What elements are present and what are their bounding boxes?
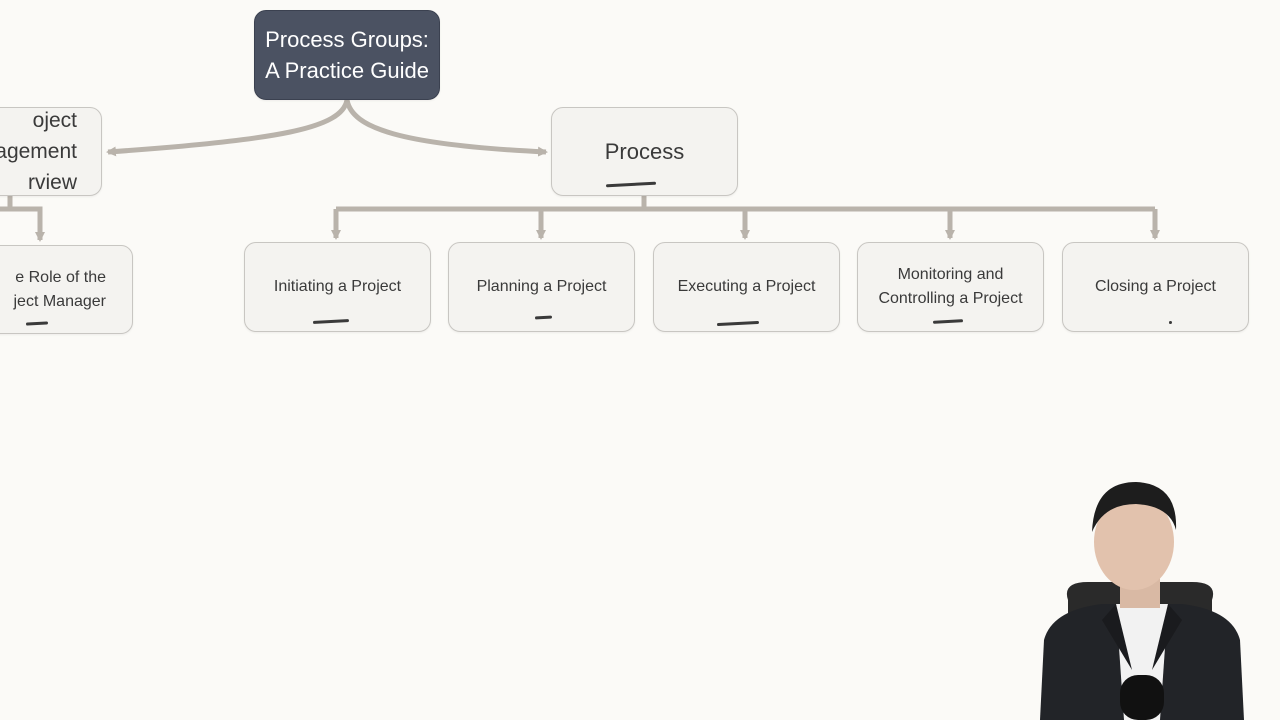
initiating-label: Initiating a Project bbox=[273, 278, 402, 295]
role-line-1: e Role of the bbox=[15, 268, 106, 286]
annotation-scribble bbox=[605, 181, 657, 188]
executing-label: Executing a Project bbox=[677, 278, 816, 295]
node-executing-a-project[interactable]: Executing a Project bbox=[653, 242, 840, 332]
connector-overview-to-role bbox=[7, 196, 45, 242]
annotation-scribble bbox=[716, 320, 760, 327]
node-initiating-a-project[interactable]: Initiating a Project bbox=[244, 242, 431, 332]
monitoring-label-line-2: Controlling a Project bbox=[878, 290, 1023, 307]
hair bbox=[1092, 482, 1177, 532]
node-project-management-overview[interactable]: oject agement rview bbox=[0, 107, 102, 196]
role-line-2: ject Manager bbox=[13, 292, 107, 310]
connector-root-to-overview bbox=[106, 99, 350, 157]
node-role-of-project-manager[interactable]: e Role of the ject Manager bbox=[0, 245, 133, 334]
overview-line-2: agement bbox=[0, 140, 77, 163]
process-label: Process bbox=[604, 138, 685, 164]
monitoring-label-line-1: Monitoring and bbox=[897, 266, 1004, 283]
annotation-scribble bbox=[312, 319, 350, 324]
root-title-line-2: A Practice Guide bbox=[265, 58, 429, 83]
connector-root-to-process bbox=[344, 99, 548, 157]
closing-label: Closing a Project bbox=[1095, 278, 1216, 295]
annotation-scribble bbox=[932, 319, 964, 324]
root-title-line-1: Process Groups: bbox=[265, 27, 429, 52]
annotation-scribble bbox=[25, 321, 49, 326]
overview-line-3: rview bbox=[27, 171, 77, 194]
overview-line-1: oject bbox=[32, 109, 77, 132]
annotation-scribble bbox=[534, 315, 553, 320]
jacket-lapel-left bbox=[1102, 604, 1132, 670]
node-monitoring-and-controlling-a-project[interactable]: Monitoring and Controlling a Project bbox=[857, 242, 1044, 332]
node-planning-a-project[interactable]: Planning a Project bbox=[448, 242, 635, 332]
node-closing-a-project[interactable]: Closing a Project bbox=[1062, 242, 1249, 332]
jacket-lapel-right bbox=[1152, 604, 1182, 670]
root-node-process-groups[interactable]: Process Groups: A Practice Guide bbox=[254, 10, 440, 100]
face bbox=[1094, 494, 1174, 590]
presenter-webcam-overlay bbox=[1040, 482, 1244, 720]
node-process[interactable]: Process bbox=[551, 107, 738, 196]
annotation-dot bbox=[1168, 320, 1173, 325]
planning-label: Planning a Project bbox=[476, 278, 607, 295]
microphone bbox=[1120, 675, 1164, 720]
